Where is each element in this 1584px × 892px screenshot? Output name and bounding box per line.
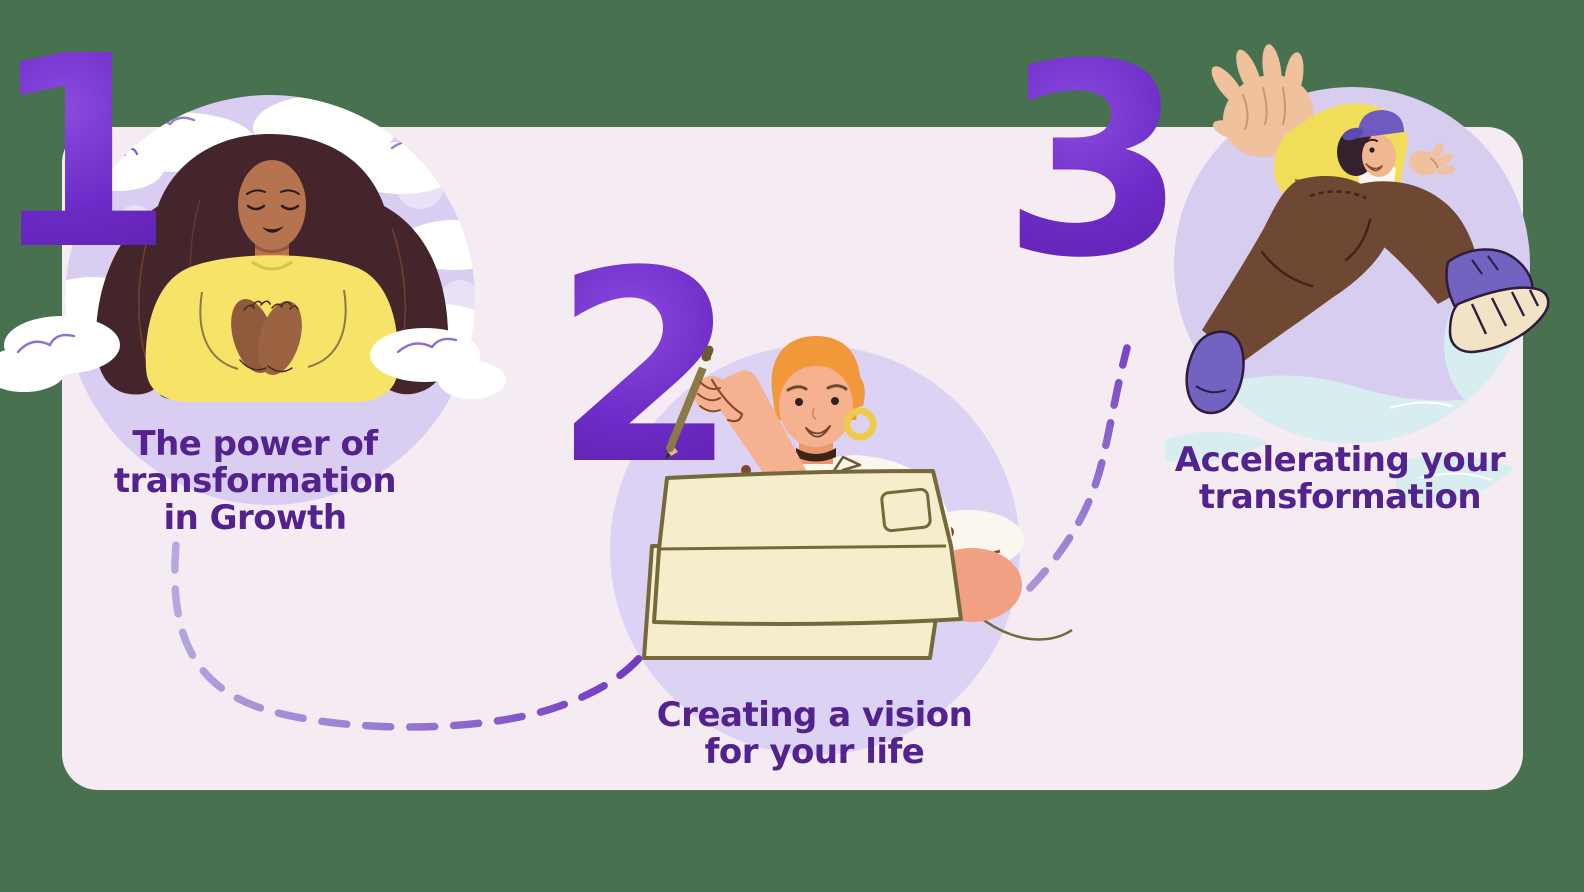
- illustration-woman-in-clouds: [0, 95, 506, 505]
- step1-title: The power of transformation in Growth: [113, 424, 397, 538]
- step3-title: Accelerating your transformation: [1174, 440, 1506, 517]
- step1-number: 1: [0, 22, 174, 287]
- step3-number: 3: [1002, 8, 1186, 316]
- step2-title: Creating a vision for your life: [656, 695, 973, 772]
- illustration-person-leaping: [1165, 44, 1550, 504]
- illustration-person-at-laptop: [642, 336, 1073, 660]
